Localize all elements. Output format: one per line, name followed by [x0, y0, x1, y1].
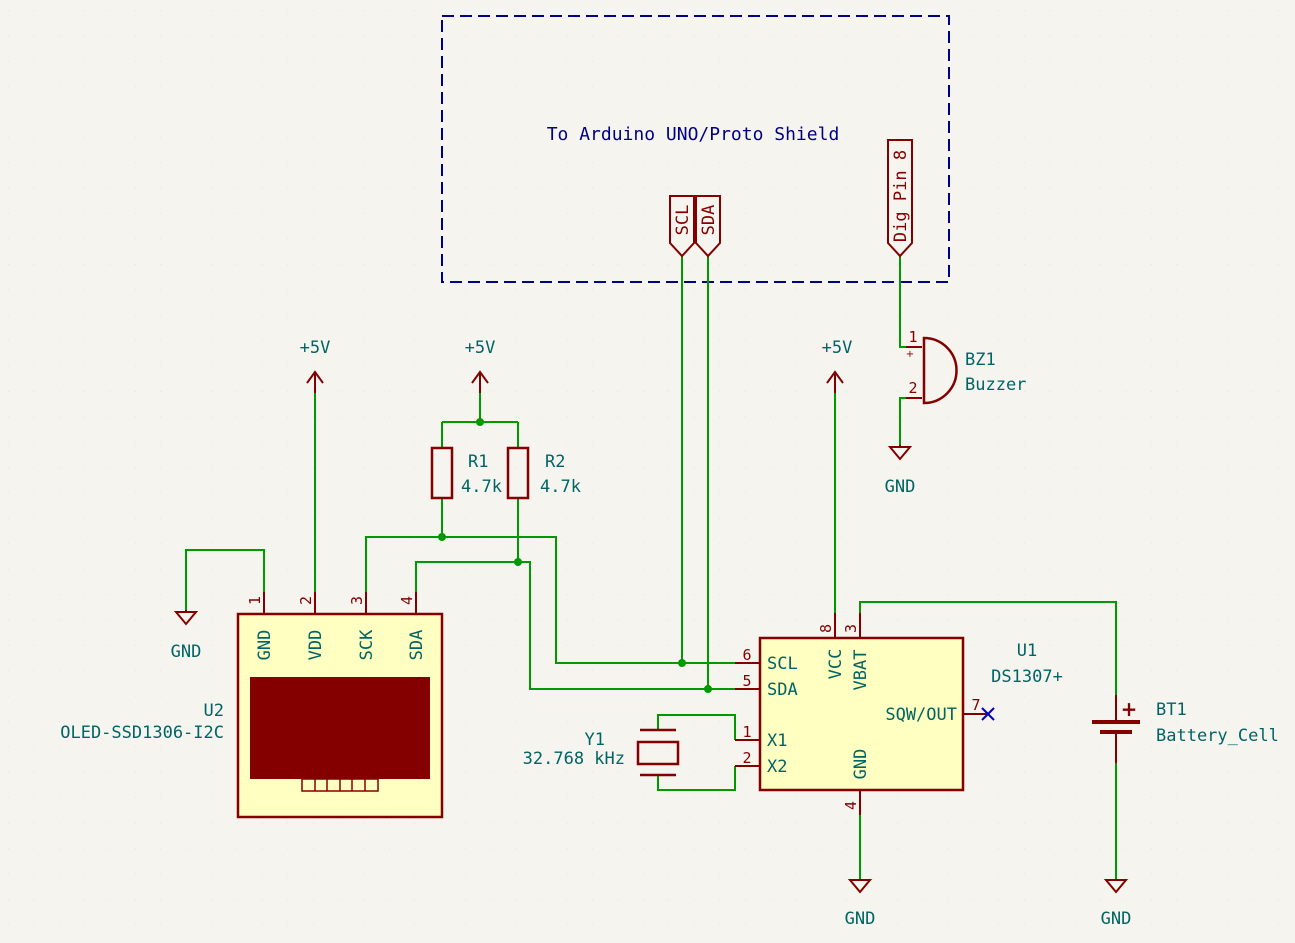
u1-pin7-num: 7: [971, 696, 980, 714]
no-connect-icon: [981, 707, 995, 721]
bz1-pin2: 2: [908, 379, 917, 397]
scl-label-shape: [669, 195, 695, 258]
gnd-label-buzzer: GND: [885, 477, 916, 497]
u2-pin2-num: 2: [297, 596, 315, 605]
junction-dot: [438, 533, 446, 541]
u1-pin-sqw: SQW/OUT: [885, 705, 957, 725]
u1-pin-gnd: GND: [851, 749, 871, 780]
buzzer-symbol: [906, 336, 958, 405]
hier-labels: [669, 139, 913, 258]
crystal-symbol: [636, 728, 680, 777]
u2-pin3-num: 3: [348, 596, 366, 605]
scl-hier-label: SCL: [673, 205, 693, 236]
u1-pin-vbat: VBAT: [851, 650, 871, 691]
bt1-plus: +: [1121, 697, 1138, 721]
bt1-value: Battery_Cell: [1156, 726, 1279, 746]
power-arrows: [306, 370, 844, 393]
r1-body: [430, 446, 454, 500]
ds1307-chip: 6 5 1 2 8 3 4 7 SCL SDA X1 X2 VCC VBAT G…: [735, 613, 988, 815]
u1-pin1-num: 1: [742, 723, 751, 741]
bz1-pin1: 1: [908, 328, 917, 346]
r1-value: 4.7k: [461, 477, 502, 497]
bz1-plus: +: [906, 349, 914, 360]
u1-pin8-num: 8: [817, 624, 835, 633]
resistors: [430, 446, 530, 500]
arduino-shield-box: To Arduino UNO/Proto Shield: [441, 15, 950, 283]
gnd-label-oled: GND: [171, 642, 202, 662]
gnd-symbols: [173, 445, 1129, 894]
u1-pin3-num: 3: [842, 624, 860, 633]
dig8-hier-label: Dig Pin 8: [891, 150, 911, 242]
u1-body: [758, 636, 965, 792]
power-5v-mid: +5V: [465, 338, 496, 358]
u2-pin3-name: SCK: [357, 629, 377, 660]
u1-value: DS1307+: [991, 667, 1063, 687]
y1-value: 32.768 kHz: [523, 749, 625, 769]
u2-ref: U2: [204, 701, 224, 721]
oled-connector: [301, 778, 379, 792]
oled-screen: [250, 677, 430, 779]
u2-pin4-name: SDA: [407, 630, 427, 661]
u2-pin1-num: 1: [246, 596, 264, 605]
u2-pin4-num: 4: [398, 596, 416, 605]
junction-dot: [704, 685, 712, 693]
r2-ref: R2: [545, 452, 565, 472]
battery-symbol: [1092, 695, 1140, 763]
u1-pin-x2: X2: [767, 757, 787, 777]
junction-dot: [514, 558, 522, 566]
junction-dot: [678, 659, 686, 667]
sda-hier-label: SDA: [699, 205, 719, 236]
u1-pin-x1: X1: [767, 731, 787, 751]
u2-pin1-name: GND: [255, 630, 275, 661]
y1-ref: Y1: [585, 730, 605, 750]
power-5v-right: +5V: [822, 338, 853, 358]
power-5v-left: +5V: [300, 338, 331, 358]
junction-dot: [476, 418, 484, 426]
r2-body: [506, 446, 530, 500]
u2-pin2-name: VDD: [306, 630, 326, 661]
u1-ref: U1: [1017, 641, 1037, 661]
box-label: To Arduino UNO/Proto Shield: [547, 124, 840, 145]
u1-pin6-num: 6: [742, 646, 751, 664]
bz1-value: Buzzer: [965, 375, 1026, 395]
bt1-ref: BT1: [1156, 700, 1187, 720]
r2-value: 4.7k: [540, 477, 581, 497]
dig8-label-shape: [887, 139, 913, 258]
sda-label-shape: [695, 195, 721, 258]
u1-pin-sda: SDA: [767, 680, 798, 700]
bz1-ref: BZ1: [965, 350, 996, 370]
gnd-label-battery: GND: [1101, 909, 1132, 929]
oled-module: 1 2 3 4 GND VDD SCK SDA: [236, 592, 444, 819]
u1-pin5-num: 5: [742, 672, 751, 690]
u1-pin-scl: SCL: [767, 654, 798, 674]
junctions: [438, 418, 712, 693]
u2-value: OLED-SSD1306-I2C: [60, 723, 224, 743]
u1-pin-vcc: VCC: [826, 649, 846, 680]
gnd-label-u1: GND: [845, 909, 876, 929]
u1-pin4-num: 4: [842, 801, 860, 810]
u1-pin2-num: 2: [742, 749, 751, 767]
r1-ref: R1: [468, 452, 488, 472]
